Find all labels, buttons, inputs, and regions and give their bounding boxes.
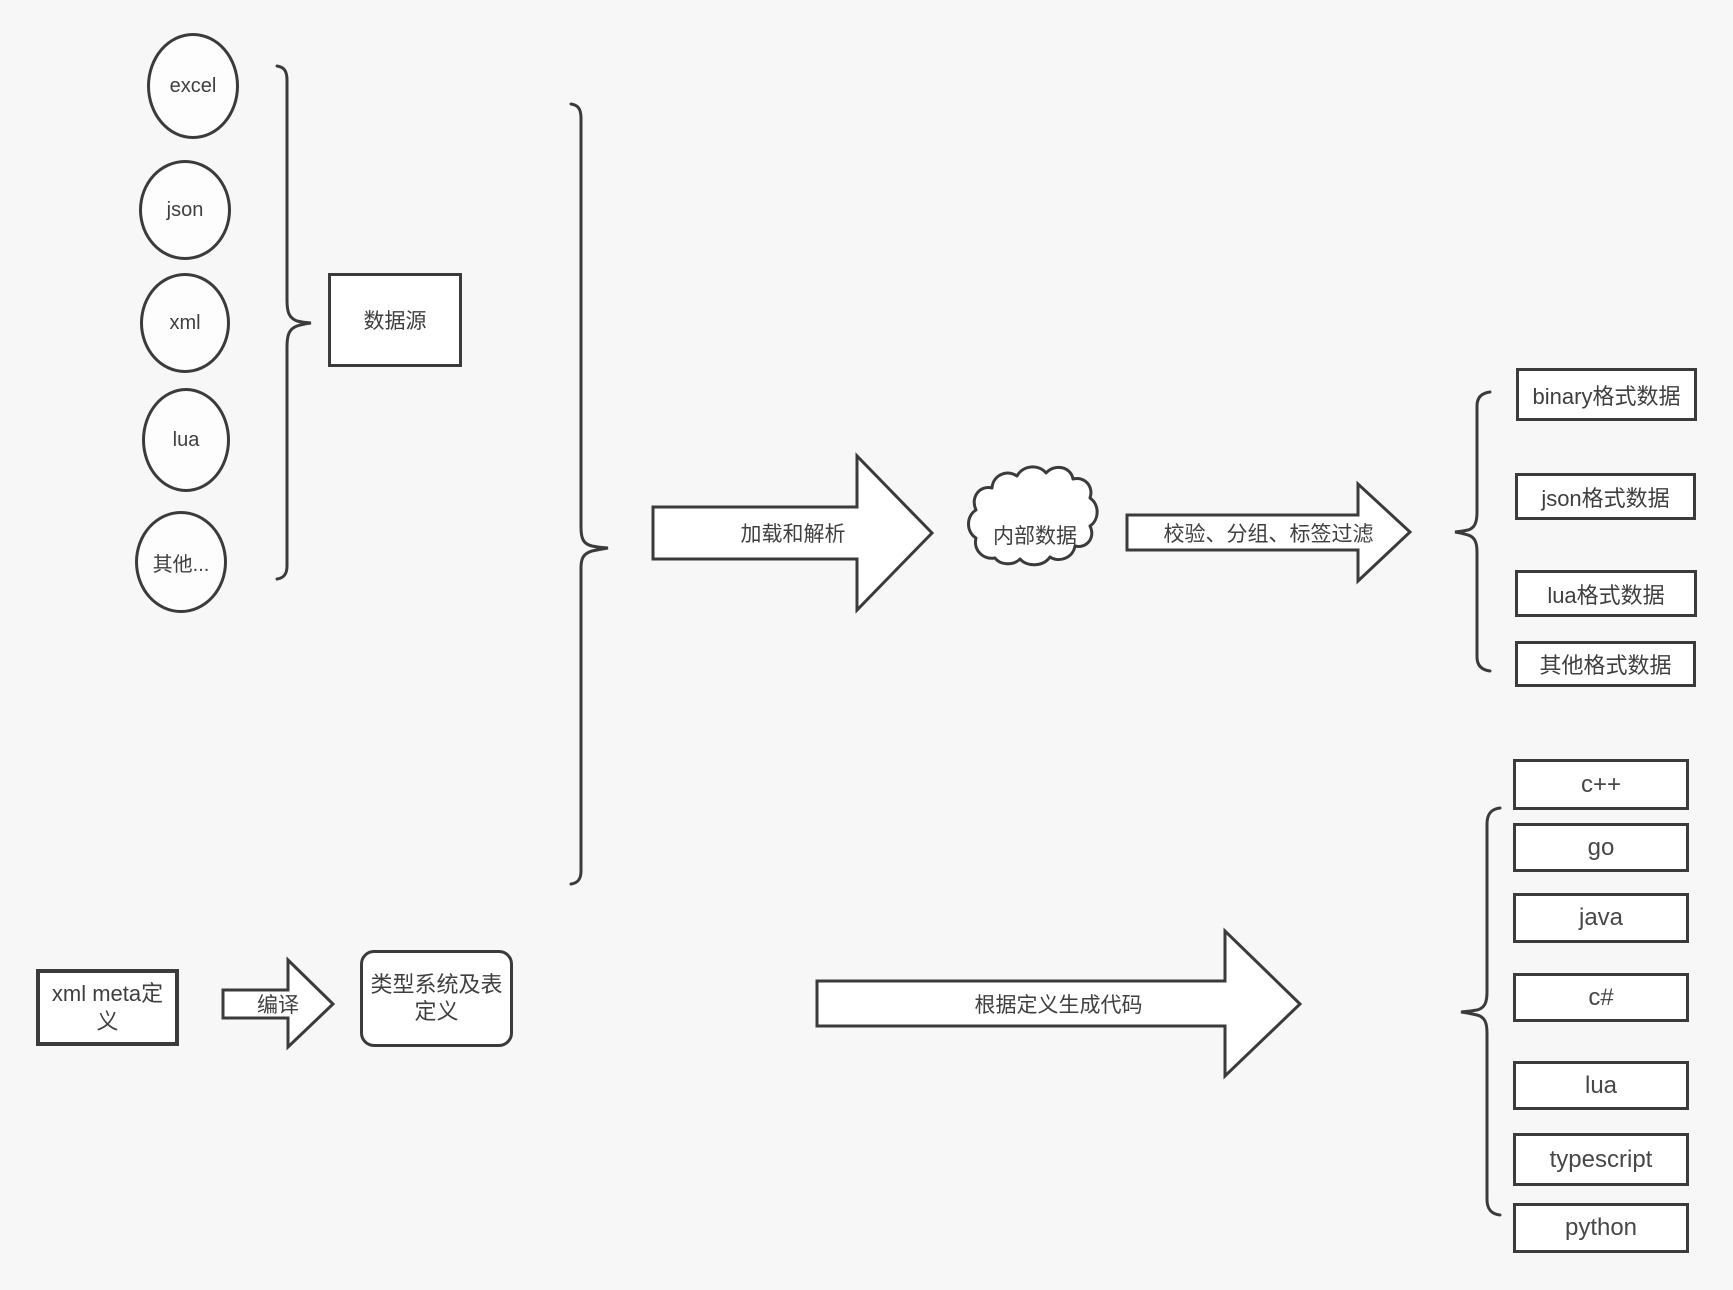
source-ellipse-json: json: [139, 160, 231, 260]
outputs-brace: [1454, 390, 1492, 673]
source-ellipse-lua: lua: [142, 388, 230, 492]
load-parse-arrow-label: 加载和解析: [740, 523, 846, 546]
filter-arrow: [1125, 480, 1413, 585]
language-box-csharp: c#: [1513, 973, 1689, 1022]
main-brace: [569, 102, 609, 886]
internal-data-label: 内部数据: [993, 525, 1077, 548]
source-ellipse-xml: xml: [140, 273, 230, 373]
output-box-lua: lua格式数据: [1515, 570, 1697, 617]
codegen-arrow-label: 根据定义生成代码: [974, 993, 1143, 1017]
language-box-java: java: [1513, 893, 1689, 943]
language-box-go: go: [1513, 823, 1689, 872]
load-parse-arrow: [651, 452, 935, 614]
language-box-typescript: typescript: [1513, 1133, 1689, 1186]
compile-arrow-label: 编译: [257, 994, 299, 1017]
internal-data-cloud: [967, 465, 1099, 567]
language-box-cpp: c++: [1513, 759, 1689, 810]
filter-arrow-label: 校验、分组、标签过滤: [1163, 522, 1374, 546]
compile-arrow: [221, 956, 336, 1051]
data-source-box: 数据源: [328, 273, 462, 367]
output-box-other: 其他格式数据: [1515, 641, 1696, 687]
language-box-python: python: [1513, 1203, 1689, 1253]
language-box-lua: lua: [1513, 1061, 1689, 1110]
xml-meta-box: xml meta定义: [36, 969, 179, 1046]
codegen-arrow: [815, 927, 1303, 1080]
sources-brace: [275, 64, 312, 581]
source-ellipse-excel: excel: [147, 33, 239, 139]
output-box-binary: binary格式数据: [1516, 368, 1697, 421]
type-system-box: 类型系统及表定义: [360, 950, 513, 1047]
output-box-json: json格式数据: [1515, 473, 1696, 520]
languages-brace: [1460, 806, 1502, 1217]
source-ellipse-other: 其他...: [135, 511, 227, 613]
